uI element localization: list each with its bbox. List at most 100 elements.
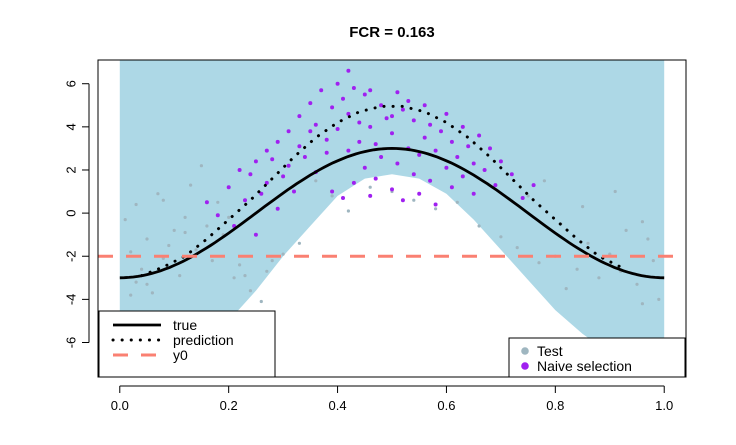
test-point xyxy=(297,241,301,245)
prediction-band-layer xyxy=(119,60,665,377)
naive-selection-point xyxy=(509,172,514,177)
test-point xyxy=(455,200,459,204)
naive-selection-point xyxy=(411,172,416,177)
test-point xyxy=(167,243,171,248)
naive-selection-point xyxy=(411,118,416,123)
naive-selection-point xyxy=(422,103,427,108)
naive-selection-point xyxy=(444,111,449,116)
naive-selection-point xyxy=(417,152,422,157)
naive-selection-point xyxy=(281,174,286,179)
series-line-true xyxy=(119,146,665,280)
naive-selection-point xyxy=(449,139,454,144)
test-point xyxy=(156,192,160,196)
legend-label-test: Test xyxy=(537,343,563,359)
naive-selection-point xyxy=(335,81,340,86)
test-point xyxy=(259,299,263,304)
naive-selection-point xyxy=(330,189,335,194)
test-point xyxy=(243,274,247,278)
naive-selection-point xyxy=(357,139,362,144)
y-tick-label: -2 xyxy=(64,250,79,262)
test-point xyxy=(657,297,661,301)
plot-frame xyxy=(97,59,687,378)
naive-selection-point xyxy=(493,183,498,188)
test-point xyxy=(586,241,590,245)
naive-selection-point xyxy=(204,200,209,205)
legend-marker-naive xyxy=(521,362,529,370)
test-point xyxy=(515,246,519,250)
legend-label-prediction: prediction xyxy=(173,332,234,348)
x-tick-label: 0.8 xyxy=(546,398,564,413)
naive-selection-point xyxy=(362,165,367,170)
naive-selection-point xyxy=(362,92,367,97)
test-point xyxy=(368,185,372,189)
naive-selection-point xyxy=(264,180,269,185)
naive-selection-point xyxy=(308,101,313,106)
y-tick-label: 6 xyxy=(64,80,79,87)
test-point xyxy=(564,287,568,291)
naive-selection-point xyxy=(471,191,476,196)
naive-selection-point xyxy=(308,129,313,134)
test-point xyxy=(477,224,481,228)
naive-selection-point xyxy=(297,114,302,119)
test-point xyxy=(216,200,220,204)
test-point xyxy=(581,205,585,209)
test-point xyxy=(205,224,209,228)
legend-label-y0: y0 xyxy=(173,347,188,363)
naive-selection-point xyxy=(346,68,351,73)
test-point xyxy=(227,215,231,219)
naive-selection-point xyxy=(373,176,378,181)
naive-selection-point xyxy=(351,180,356,185)
naive-selection-point xyxy=(428,122,433,127)
naive-selection-point xyxy=(351,86,356,90)
legend-right-box xyxy=(508,337,686,378)
naive-selection-point xyxy=(444,165,449,170)
naive-selection-point xyxy=(324,137,329,142)
chart-title: FCR = 0.163 xyxy=(349,24,434,41)
naive-selection-point xyxy=(460,174,465,179)
test-point xyxy=(129,293,133,297)
x-tick-label: 1.0 xyxy=(655,398,673,413)
legend-left-box xyxy=(98,310,276,378)
test-point xyxy=(238,263,242,267)
naive-selection-point xyxy=(439,129,443,134)
naive-selection-point xyxy=(302,155,307,159)
test-point xyxy=(123,218,127,222)
y-tick-label: -6 xyxy=(64,337,79,349)
naive-selection-point xyxy=(335,127,340,131)
series-line-prediction xyxy=(140,104,623,278)
legend-marker-test xyxy=(521,347,529,355)
naive-selection-point xyxy=(357,120,362,125)
naive-selection-point xyxy=(286,163,291,168)
y-tick-label: -4 xyxy=(64,294,79,306)
legend-label-true: true xyxy=(173,317,197,333)
naive-selection-point xyxy=(313,122,318,127)
test-point xyxy=(189,183,193,187)
naive-selection-point xyxy=(466,144,471,149)
naive-selection-point xyxy=(379,103,384,108)
test-point xyxy=(199,164,203,168)
naive-selection-point xyxy=(433,202,438,207)
naive-selection-point xyxy=(379,155,384,159)
naive-selection-point xyxy=(237,168,242,172)
test-point xyxy=(172,228,176,232)
naive-selection-point xyxy=(264,148,269,153)
naive-selection-point xyxy=(368,193,373,198)
naive-selection-point xyxy=(341,96,345,101)
test-point xyxy=(646,237,650,241)
naive-selection-point xyxy=(460,124,465,129)
naive-selection-point xyxy=(390,187,394,192)
naive-selection-point xyxy=(259,191,264,196)
test-point xyxy=(434,207,438,211)
test-point xyxy=(281,252,285,256)
test-point xyxy=(270,259,274,263)
test-point xyxy=(314,179,318,183)
naive-selection-point xyxy=(455,155,460,159)
test-point xyxy=(145,282,149,286)
test-point xyxy=(575,267,579,271)
test-point xyxy=(248,289,252,293)
lines-layer xyxy=(98,104,686,280)
naive-selection-point xyxy=(449,185,454,190)
naive-selection-point xyxy=(341,196,345,200)
